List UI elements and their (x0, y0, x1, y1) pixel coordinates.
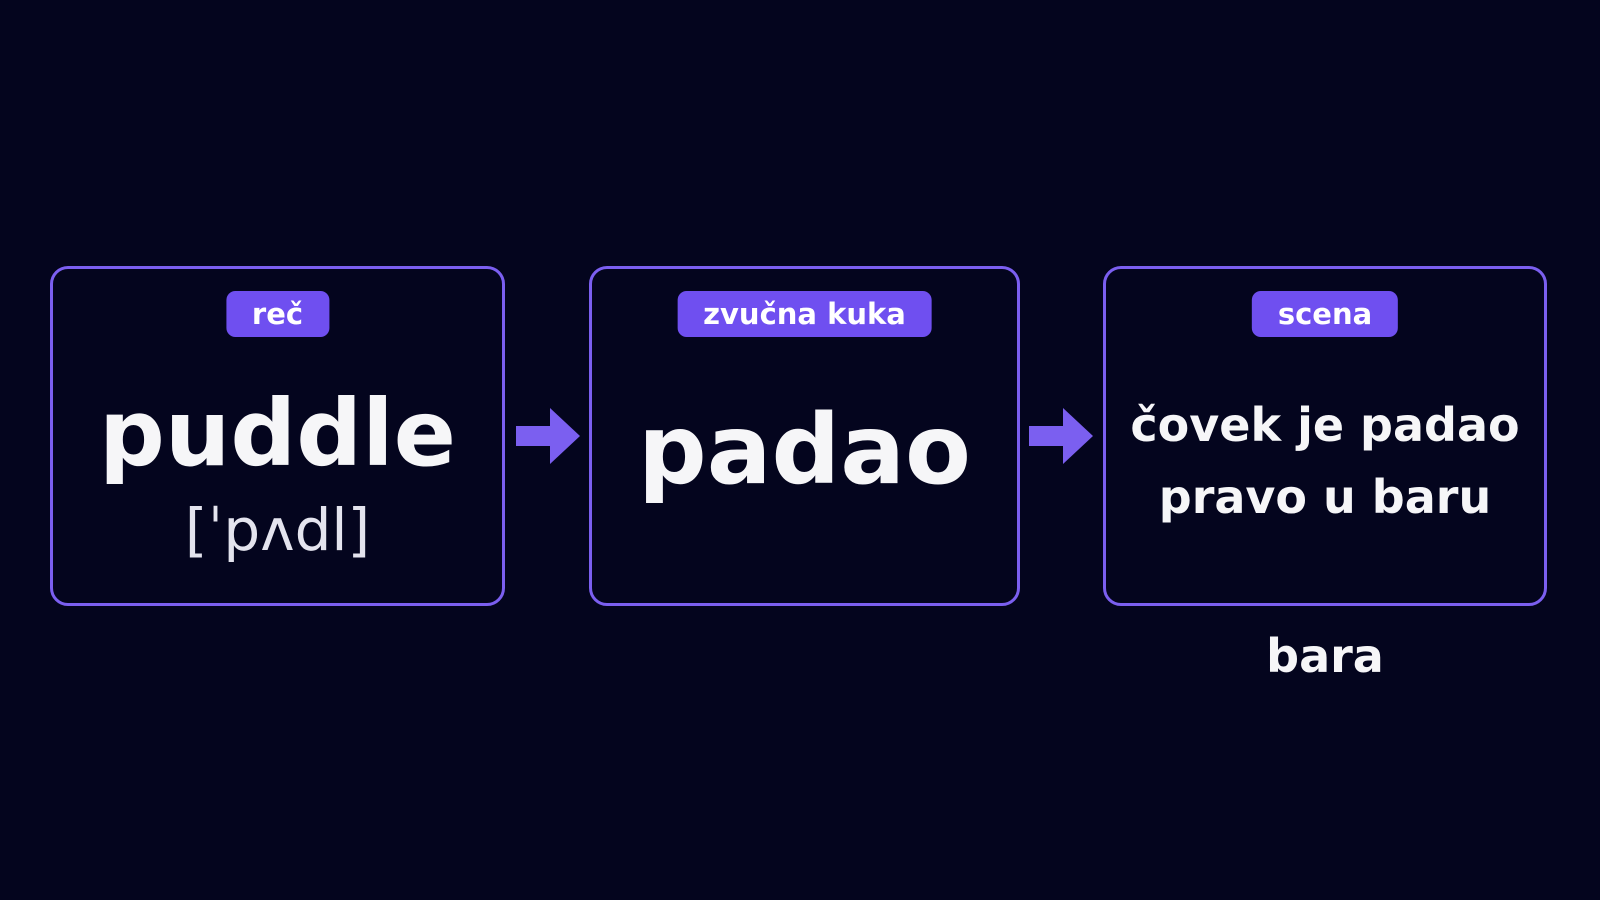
arrow-right-icon (1029, 408, 1093, 464)
scene-text-line-1: čovek je padao (1130, 398, 1520, 452)
word-text: puddle (99, 380, 456, 487)
scene-tag: scena (1251, 291, 1399, 337)
scene-caption: bara (1266, 629, 1384, 683)
word-card: reč puddle [ˈpʌdl] (50, 266, 505, 606)
sound-hook-tag: zvučna kuka (677, 291, 932, 337)
arrow-right-icon (516, 408, 580, 464)
scene-card: scena čovek je padao pravo u baru (1103, 266, 1547, 606)
scene-text-line-2: pravo u baru (1158, 470, 1492, 524)
sound-hook-text: padao (638, 394, 971, 506)
sound-hook-card: zvučna kuka padao (589, 266, 1020, 606)
word-tag: reč (225, 291, 330, 337)
word-pronunciation: [ˈpʌdl] (184, 496, 371, 564)
